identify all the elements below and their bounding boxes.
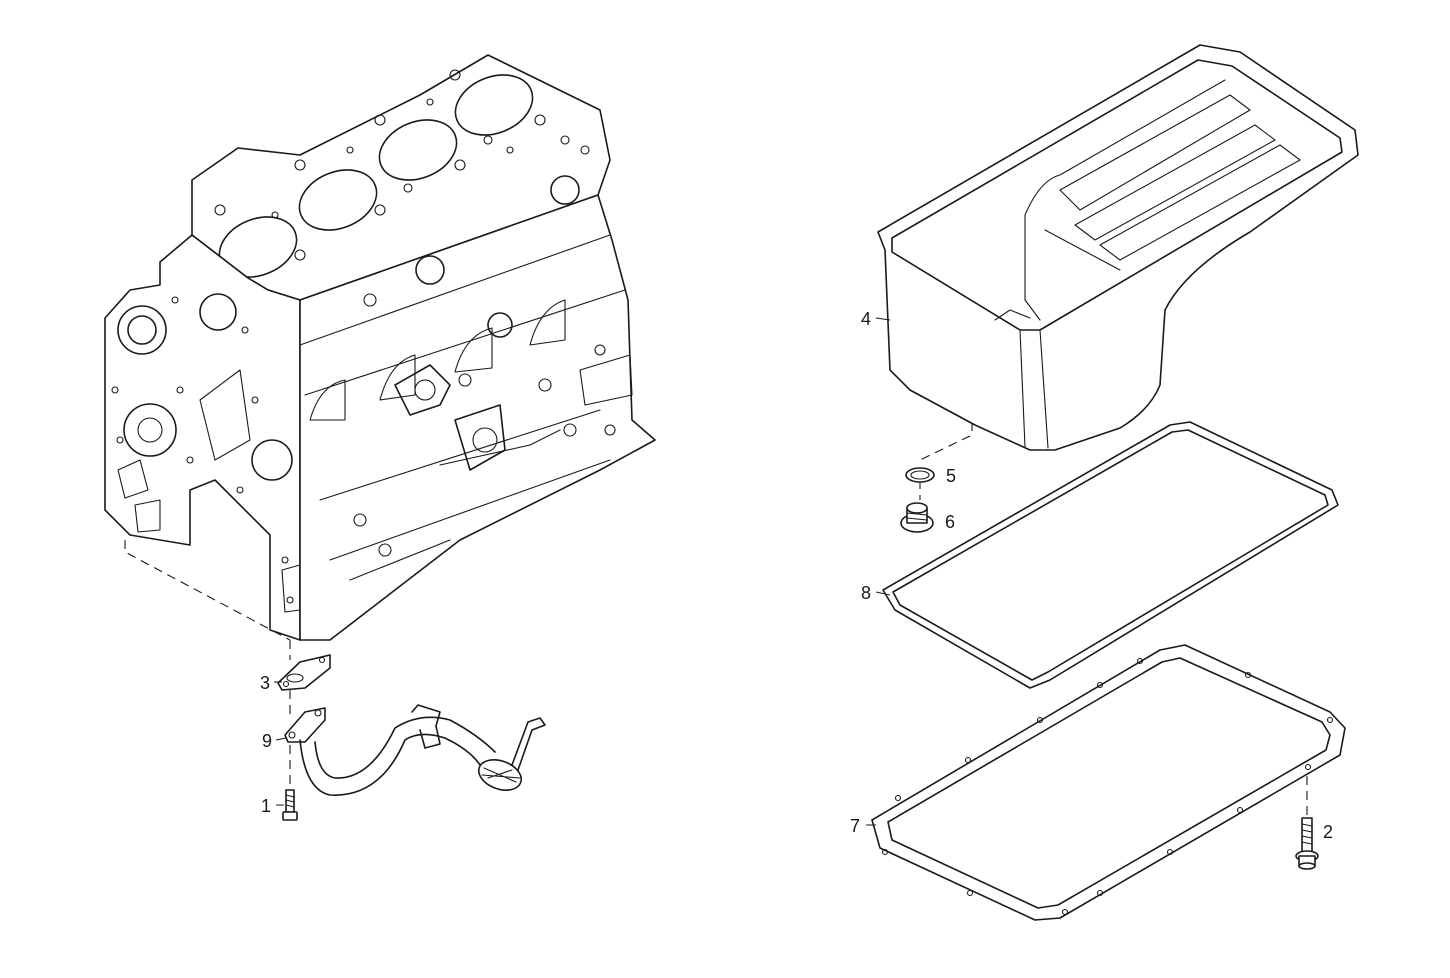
drain-plug-part-6 <box>900 502 934 533</box>
oil-pickup-tube-part-9 <box>284 704 546 796</box>
callout-7: 7 <box>850 816 860 836</box>
callout-6: 6 <box>945 512 955 532</box>
callout-1: 1 <box>261 796 271 816</box>
bolt-part-1 <box>282 789 298 821</box>
gasket-part-3 <box>277 654 331 691</box>
callout-3: 3 <box>260 673 270 693</box>
callout-5: 5 <box>946 466 956 486</box>
callout-4: 4 <box>861 309 871 329</box>
alignment-lines <box>124 422 1308 820</box>
seal-ring-part-5 <box>905 467 935 483</box>
engine-block <box>104 54 656 641</box>
lower-frame-part-7 <box>871 644 1346 921</box>
bolt-part-2 <box>1295 817 1319 870</box>
callout-9: 9 <box>262 731 272 751</box>
callout-leaders <box>274 317 891 826</box>
pan-gasket-part-8 <box>882 421 1339 689</box>
oil-pan-part-4 <box>877 44 1359 451</box>
callout-labels: 1 2 3 4 5 6 7 8 9 <box>260 309 1333 842</box>
callout-2: 2 <box>1323 822 1333 842</box>
callout-8: 8 <box>861 583 871 603</box>
